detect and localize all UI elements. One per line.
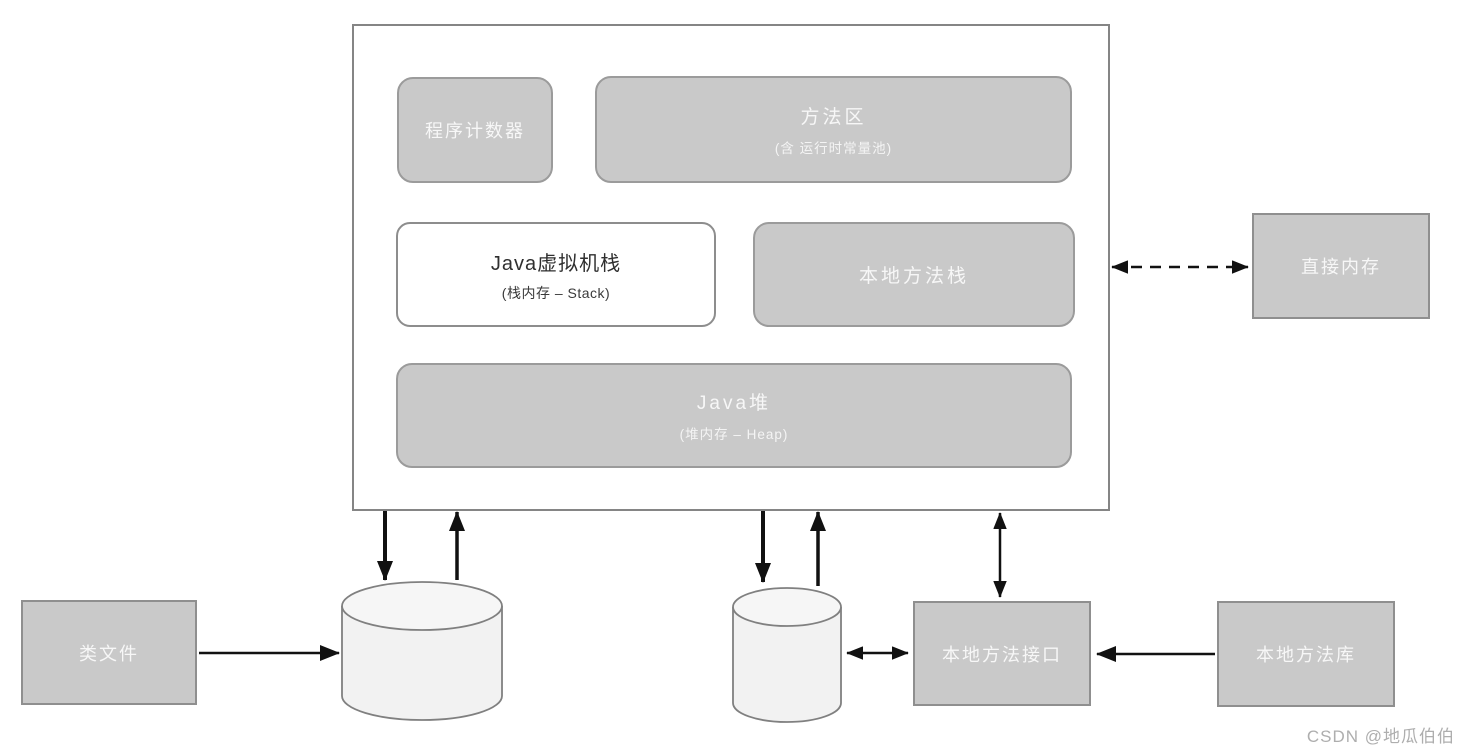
- box-program-counter: 程序计数器: [397, 77, 553, 183]
- jvm-stack-sublabel: (栈内存 – Stack): [501, 284, 611, 301]
- direct-memory-label: 直接内存: [1301, 257, 1381, 277]
- cylinder-left: [341, 581, 503, 721]
- box-native-method-interface: 本地方法接口: [913, 601, 1091, 706]
- box-jvm-stack: Java虚拟机栈 (栈内存 – Stack): [396, 222, 716, 327]
- box-native-method-library: 本地方法库: [1217, 601, 1395, 707]
- csdn-watermark: CSDN @地瓜伯伯: [1306, 727, 1455, 746]
- native-method-stack-label: 本地方法栈: [858, 266, 969, 287]
- jvm-stack-label: Java虚拟机栈: [490, 252, 622, 275]
- box-java-heap: Java堆 (堆内存 – Heap): [396, 363, 1072, 468]
- program-counter-label: 程序计数器: [425, 121, 525, 141]
- box-class-file: 类文件: [21, 600, 197, 705]
- java-heap-label: Java堆: [696, 393, 772, 414]
- java-heap-sublabel: (堆内存 – Heap): [679, 427, 789, 442]
- box-direct-memory: 直接内存: [1252, 213, 1430, 319]
- cylinder-right: [732, 587, 842, 723]
- runtime-data-area-frame: [352, 24, 1110, 511]
- box-method-area: 方法区 (含 运行时常量池): [595, 76, 1072, 183]
- method-area-sublabel: (含 运行时常量池): [774, 141, 893, 156]
- class-file-label: 类文件: [79, 643, 139, 664]
- native-method-library-label: 本地方法库: [1256, 645, 1356, 665]
- method-area-label: 方法区: [800, 107, 867, 128]
- native-method-interface-label: 本地方法接口: [942, 644, 1062, 665]
- box-native-method-stack: 本地方法栈: [753, 222, 1075, 327]
